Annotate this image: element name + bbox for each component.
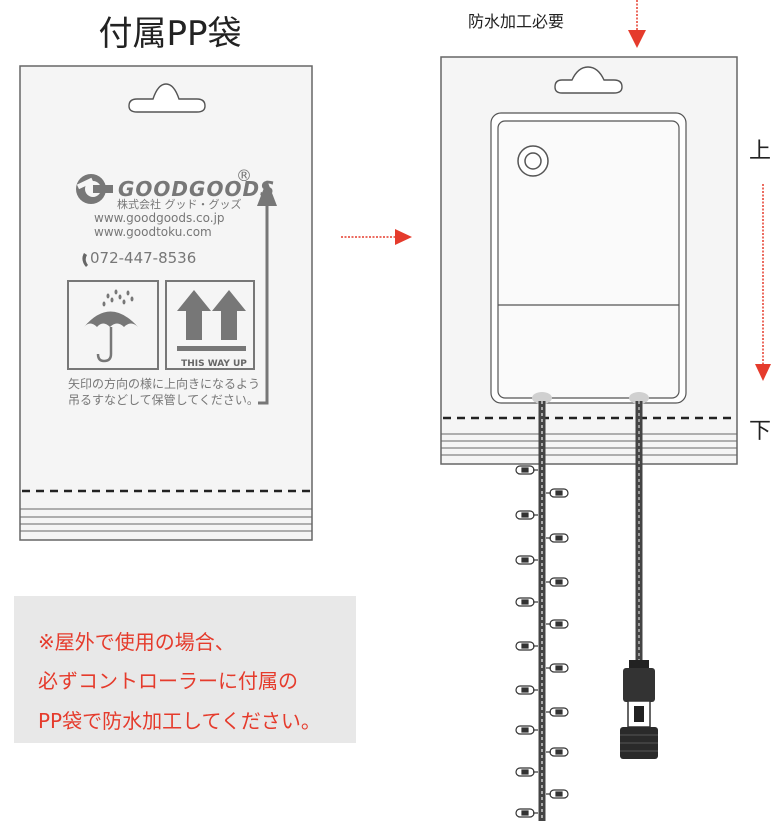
led-light-string	[515, 401, 569, 821]
phone-icon	[82, 253, 88, 267]
led-bulb-icon	[515, 465, 538, 475]
led-bulb-icon	[546, 663, 569, 673]
company-name: 株式会社 グッド・グッズ	[117, 198, 242, 211]
led-bulb-icon	[546, 747, 569, 757]
brand-name: GOODGOODS	[118, 177, 276, 201]
led-bulb-icon	[515, 641, 538, 651]
waterproof-connector-icon	[620, 660, 658, 759]
outdoor-use-note-box	[14, 596, 356, 743]
led-bulb-icon	[546, 577, 569, 587]
led-bulb-icon	[515, 597, 538, 607]
waterproofing-required-label: 防水加工必要	[468, 12, 565, 31]
phone-number: 072-447-8536	[90, 249, 197, 267]
direction-label-up: 上	[749, 139, 772, 164]
hang-hole-icon	[554, 66, 623, 94]
this-way-up-label: THIS WAY UP	[181, 359, 247, 369]
led-bulb-icon	[515, 808, 538, 818]
led-bulb-icon	[546, 789, 569, 799]
note-line-1: ※屋外で使用の場合、	[38, 630, 235, 654]
page-title: 付属PP袋	[98, 14, 242, 54]
hang-hole-icon	[128, 83, 206, 113]
led-bulb-icon	[515, 767, 538, 777]
led-bulb-icon	[515, 725, 538, 735]
controller-box	[490, 112, 687, 404]
red-arrows	[341, 0, 771, 381]
this-way-up-symbol-icon	[165, 280, 255, 370]
led-bulb-icon	[515, 510, 538, 520]
note-line-2: 必ずコントローラーに付属の	[38, 669, 298, 693]
website-url-1: www.goodgoods.co.jp	[94, 211, 225, 225]
storage-instruction-line-2: 吊るすなどして保管してください。	[68, 393, 259, 407]
storage-instruction-line-1: 矢印の方向の様に上向きになるよう	[68, 377, 261, 391]
led-bulb-icon	[546, 488, 569, 498]
led-bulb-icon	[546, 619, 569, 629]
power-cable-with-connector	[620, 401, 658, 759]
note-line-3: PP袋で防水加工してください。	[38, 709, 321, 733]
led-bulb-icon	[546, 533, 569, 543]
storage-direction-arrow-icon	[258, 202, 269, 405]
website-url-2: www.goodtoku.com	[94, 225, 212, 239]
registered-mark: ®	[236, 166, 252, 185]
led-bulb-icon	[546, 707, 569, 717]
led-bulb-icon	[515, 685, 538, 695]
led-bulb-icon	[515, 555, 538, 565]
goodgoods-logo-icon	[76, 174, 113, 204]
left-pp-bag	[19, 65, 313, 541]
direction-label-down: 下	[749, 419, 772, 444]
right-pp-bag-with-controller	[440, 56, 738, 465]
keep-dry-symbol-icon	[67, 280, 159, 370]
